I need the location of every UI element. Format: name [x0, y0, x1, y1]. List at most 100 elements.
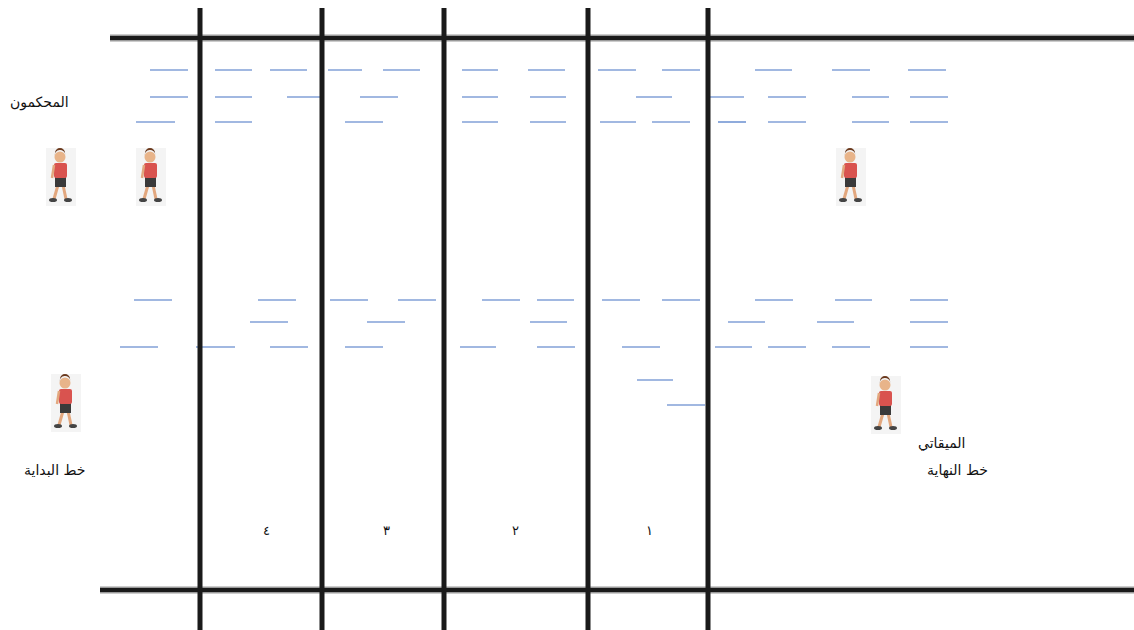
shirt: [844, 163, 857, 178]
leg: [63, 185, 66, 199]
judge-mark: [728, 321, 765, 322]
judge-mark: [150, 69, 188, 70]
judge-mark: [852, 96, 889, 97]
head: [845, 152, 856, 163]
judge-mark: [832, 346, 870, 347]
leg: [54, 185, 58, 199]
label-holder: المحكمون: [8, 92, 71, 111]
track-edge: [110, 35, 1134, 42]
person-figure: [51, 374, 81, 432]
zone-line: [442, 8, 447, 630]
judge-mark: [662, 69, 700, 70]
judge-mark: [910, 96, 948, 97]
judge-mark: [755, 299, 793, 300]
arm: [52, 165, 54, 178]
judge-marks: [120, 70, 948, 405]
judge-mark: [537, 346, 575, 347]
label-holder: الميقاتي: [916, 433, 967, 452]
shorts: [845, 177, 856, 187]
leg: [144, 185, 148, 199]
judge-mark: [910, 121, 948, 122]
label-holder: خط البداية: [22, 460, 87, 479]
judge-mark: [530, 121, 566, 122]
shoe: [874, 426, 882, 430]
judge-mark: [398, 299, 436, 300]
judge-mark: [330, 299, 368, 300]
figure-ground: [46, 148, 76, 206]
judge-mark: [910, 346, 948, 347]
judge-mark: [462, 69, 498, 70]
judge-mark: [755, 69, 792, 70]
shoe: [64, 198, 72, 202]
zone-number: ٤: [261, 523, 272, 538]
head: [55, 152, 66, 163]
judge-mark: [270, 69, 307, 70]
judge-mark: [768, 346, 806, 347]
shoe: [889, 426, 897, 430]
zone-number: ٢: [510, 523, 521, 538]
judge-mark: [715, 346, 752, 347]
shirt: [879, 391, 892, 406]
judge-mark: [652, 121, 690, 122]
person-figure: [836, 148, 866, 206]
judge-mark: [832, 69, 870, 70]
leg: [853, 185, 856, 199]
figure-ground: [136, 148, 166, 206]
judge-mark: [910, 321, 948, 322]
hair: [59, 374, 70, 382]
track-edge: [110, 36, 1134, 40]
judge-mark: [462, 121, 498, 122]
judge-mark: [250, 321, 288, 322]
shirt: [59, 389, 72, 404]
judge-mark: [768, 121, 806, 122]
label-holder: ٣: [381, 520, 392, 539]
judge-mark: [708, 96, 744, 97]
hair: [879, 376, 890, 384]
shoe: [69, 424, 77, 428]
zone-number: ١: [644, 523, 655, 538]
judge-mark: [768, 96, 806, 97]
head: [145, 152, 156, 163]
judge-mark: [134, 299, 172, 300]
shoe: [49, 198, 57, 202]
zone-line: [198, 8, 203, 630]
shoe: [139, 198, 147, 202]
judge-mark: [602, 299, 640, 300]
role-label: المحكمون: [8, 94, 71, 110]
judge-mark: [908, 69, 946, 70]
leg: [68, 411, 71, 425]
judge-mark: [462, 96, 498, 97]
judge-mark: [258, 299, 296, 300]
judge-mark: [328, 69, 362, 70]
judge-mark: [120, 346, 158, 347]
judge-mark: [667, 404, 705, 405]
track-edge: [100, 588, 1134, 592]
label-holder: ٢: [510, 520, 521, 539]
judge-mark: [215, 96, 252, 97]
hair: [844, 148, 855, 156]
arm: [57, 391, 59, 404]
shoe: [54, 424, 62, 428]
figure-ground: [836, 148, 866, 206]
role-label: الميقاتي: [916, 435, 967, 451]
people: [46, 148, 901, 434]
zone-number: ٣: [381, 523, 392, 538]
judge-mark: [270, 346, 308, 347]
track-lines: [100, 8, 1134, 630]
label-holder: خط النهاية: [925, 460, 990, 479]
zone-line: [586, 8, 591, 630]
judge-mark: [383, 69, 420, 70]
judge-mark: [537, 299, 574, 300]
judge-mark: [530, 96, 566, 97]
person-figure: [136, 148, 166, 206]
figure-ground: [51, 374, 81, 432]
label-holder: ١: [644, 520, 655, 539]
role-label: خط البداية: [22, 462, 87, 478]
judge-mark: [360, 96, 398, 97]
shoe: [839, 198, 847, 202]
leg: [844, 185, 848, 199]
arm: [842, 165, 844, 178]
judge-mark: [460, 346, 496, 347]
judge-mark: [910, 299, 948, 300]
